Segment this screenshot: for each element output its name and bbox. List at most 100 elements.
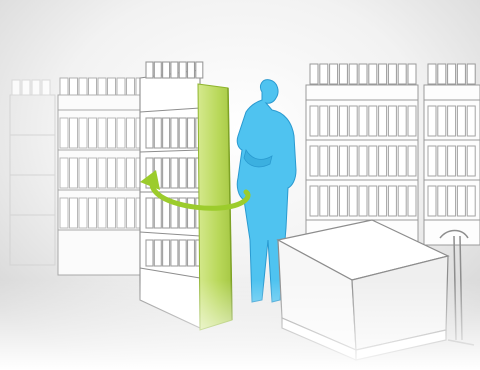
shelf-product [195, 61, 204, 79]
shelf-product [348, 145, 358, 177]
shelf-product [309, 145, 319, 177]
shelf-product [309, 63, 319, 85]
shelf-product [126, 77, 135, 96]
shelf-product [69, 197, 78, 229]
shelf-product [466, 185, 476, 217]
shelf-product [153, 117, 162, 149]
shelf-product [437, 185, 447, 217]
shelf-product [387, 145, 397, 177]
shelf-product [170, 239, 179, 267]
left-back-shelf [57, 77, 149, 276]
shelf-product [186, 157, 196, 189]
shelf-product [427, 185, 437, 217]
shelf-product [88, 117, 97, 149]
shelf-product [319, 105, 329, 137]
shelf-product [116, 117, 126, 149]
shelf-product [368, 63, 378, 85]
shelf-product [447, 105, 457, 137]
shelf-product [407, 185, 417, 217]
shelf-product [145, 239, 154, 267]
shelf-product [170, 157, 179, 189]
shelf-product [59, 117, 69, 149]
shelf-product [153, 197, 162, 229]
shelf-product [186, 197, 196, 229]
shelf-product [11, 79, 21, 96]
shelf-product [78, 77, 88, 96]
shelf-product [338, 105, 348, 137]
shelf-product [126, 117, 135, 149]
shelf-product [407, 105, 417, 137]
shelf-product [178, 157, 187, 189]
shelf-product [116, 197, 126, 229]
far-left-shelves [9, 79, 56, 266]
shelf-product [69, 157, 78, 189]
shelf-product [466, 145, 476, 177]
shelf-product [348, 63, 358, 85]
shelf-product [153, 61, 162, 79]
shelf-product [427, 105, 437, 137]
shelf-product [97, 197, 107, 229]
shelf-product [437, 105, 447, 137]
shelf-product [41, 79, 51, 96]
shelf-product [447, 185, 457, 217]
shelf-product [170, 61, 179, 79]
shelf-product [319, 63, 329, 85]
shelf-product [78, 117, 88, 149]
shelf-product [338, 185, 348, 217]
shelf-product [437, 63, 447, 85]
shelf-product [309, 105, 319, 137]
right-shelves [305, 63, 480, 246]
shelf-product [456, 63, 466, 85]
shelf-product [329, 63, 339, 85]
shelf-product [329, 185, 339, 217]
shelf-product [368, 185, 378, 217]
shelf-product [456, 185, 466, 217]
shelf-product [378, 105, 388, 137]
shelf-product [397, 63, 407, 85]
shelf-product [59, 77, 69, 96]
shelf-product [319, 185, 329, 217]
shelf-product [97, 157, 107, 189]
shelf-product [329, 145, 339, 177]
shelf-product [162, 117, 171, 149]
shelf-product [116, 157, 126, 189]
shelf-product [348, 185, 358, 217]
shelf-product [88, 157, 97, 189]
shelf-product [387, 105, 397, 137]
shelf-product [397, 185, 407, 217]
shelf-product [59, 197, 69, 229]
shelf-product [466, 105, 476, 137]
shelf-product [21, 79, 31, 96]
shelf-product [186, 117, 196, 149]
shelf-product [348, 105, 358, 137]
shelf-product [378, 185, 388, 217]
shelf-product [178, 197, 187, 229]
shelf-product [116, 77, 126, 96]
shelf-product [145, 117, 154, 149]
shelf-product [178, 117, 187, 149]
shelf-product [170, 197, 179, 229]
shelf-product [358, 105, 368, 137]
shelf-product [358, 145, 368, 177]
shelf-product [358, 185, 368, 217]
shelf-product [319, 145, 329, 177]
shelf-product [186, 239, 196, 267]
shelf-product [162, 61, 171, 79]
shelf-product [186, 61, 196, 79]
shelf-product [427, 145, 437, 177]
shelf-product [69, 77, 78, 96]
shelf-product [170, 117, 179, 149]
shelf-product [387, 63, 397, 85]
shelf-product [378, 63, 388, 85]
shelf-product [338, 63, 348, 85]
shelf-product [358, 63, 368, 85]
shelf-product [407, 63, 417, 85]
shelf-product [329, 105, 339, 137]
shelf-product [466, 63, 476, 85]
shelf-product [309, 185, 319, 217]
shelf-product [456, 145, 466, 177]
shelf-product [397, 105, 407, 137]
shelf-product [447, 145, 457, 177]
shelf-product [162, 239, 171, 267]
